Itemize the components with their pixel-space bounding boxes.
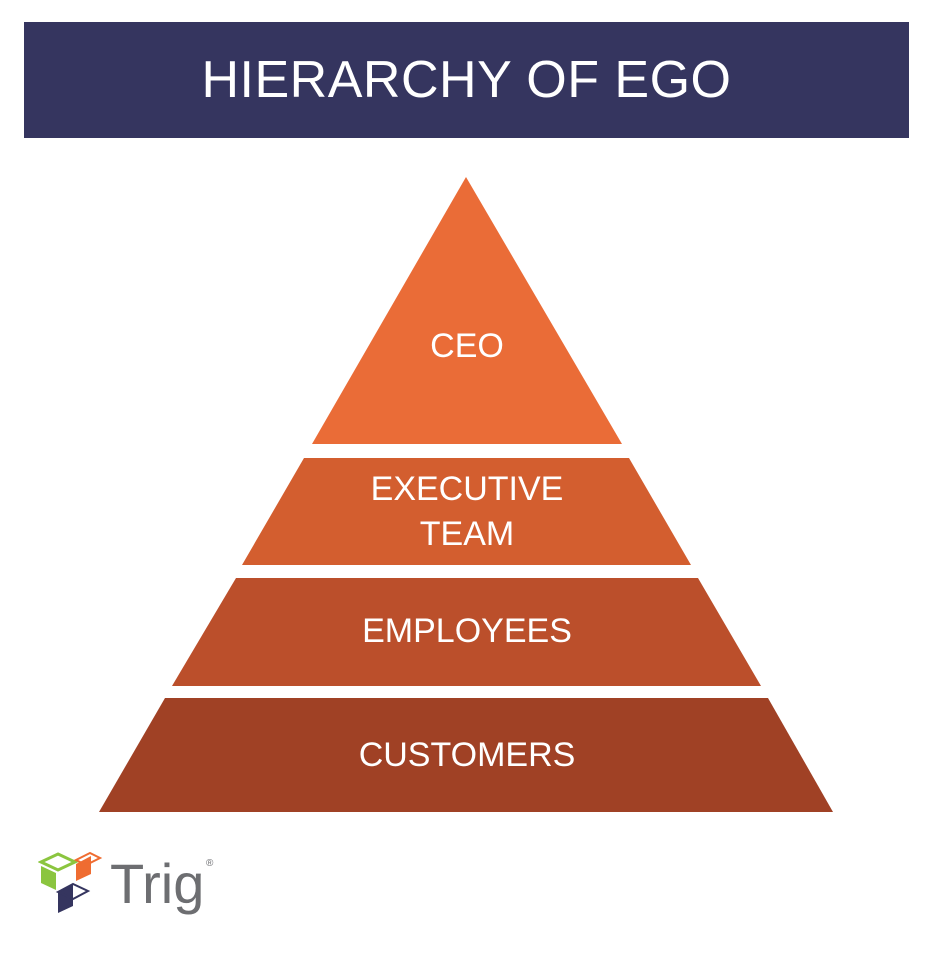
tier-executive-label-line2: TEAM: [420, 515, 514, 553]
title-banner: HIERARCHY OF EGO: [24, 22, 909, 138]
cube-icon: [38, 851, 103, 913]
tier-customers-label: CUSTOMERS: [359, 736, 576, 774]
tier-ceo-label: CEO: [430, 327, 504, 365]
registered-mark: ®: [206, 858, 214, 869]
trig-logo: Trig ®: [38, 850, 228, 922]
tier-employees-label: EMPLOYEES: [362, 612, 572, 650]
tier-employees-shape: [172, 578, 761, 686]
tier-executive-shape: [242, 458, 691, 565]
tier-executive-label-line1: EXECUTIVE: [371, 470, 564, 508]
logo-wordmark: Trig: [110, 852, 205, 915]
page-title: HIERARCHY OF EGO: [201, 51, 732, 109]
tier-ceo-shape: [312, 177, 622, 444]
tier-customers-shape: [99, 698, 833, 812]
